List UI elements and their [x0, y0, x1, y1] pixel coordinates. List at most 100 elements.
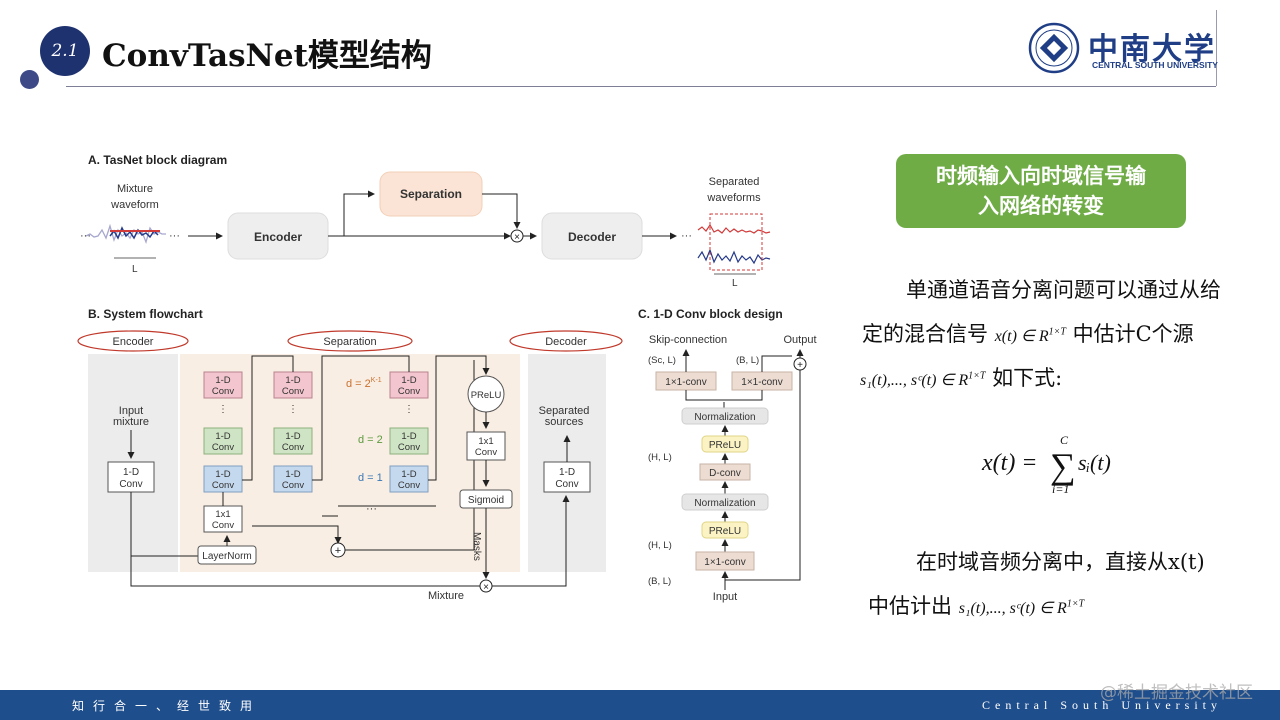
- mask-1x1conv-label-2: Conv: [475, 447, 497, 458]
- mixture-line: [130, 492, 480, 587]
- highlight-box: 时频输入向时域信号输 入网络的转变: [896, 154, 1186, 228]
- svg-text:1-D: 1-D: [285, 375, 300, 386]
- ellipsis: ···: [366, 503, 377, 515]
- p1-text-b: 中估计C个源: [1072, 322, 1194, 346]
- separated-label-1: Separated: [709, 176, 760, 188]
- svg-text:Conv: Conv: [212, 386, 234, 397]
- b-separation-label: Separation: [323, 336, 376, 348]
- formula-lhs: x(t) =: [981, 450, 1038, 476]
- university-name-en: CENTRAL SOUTH UNIVERSITY: [1092, 60, 1218, 70]
- b-l-label-input: (B, L): [648, 576, 671, 587]
- svg-text:⋮: ⋮: [404, 404, 414, 415]
- footer-motto: 知行合一、经世致用: [72, 699, 262, 713]
- prelu-block-1: [701, 435, 749, 453]
- plus-sign: +: [797, 360, 803, 371]
- svg-text:Conv: Conv: [212, 480, 234, 491]
- paragraph-1-line-2: 定的混合信号 x(t) ∈ R1×T 中估计C个源: [862, 318, 1194, 348]
- separated-window: [709, 213, 763, 271]
- encoder-ellipse: [77, 330, 189, 352]
- mixture-label-2: waveform: [110, 199, 159, 211]
- skip-line: [252, 525, 342, 544]
- dconv-label: D-conv: [709, 468, 741, 479]
- normalization-label-1: Normalization: [694, 412, 755, 423]
- dilation-2: d = 2: [358, 434, 383, 446]
- input-mixture-label-2: mixture: [113, 416, 149, 428]
- summation-formula: x(t) = ∑ C i=1 sᵢ(t): [981, 433, 1111, 496]
- decorative-dot: [20, 70, 39, 89]
- p1-text-a: 定的混合信号: [862, 322, 988, 346]
- svg-text:1-D: 1-D: [285, 469, 300, 480]
- highlight-line-1: 时频输入向时域信号输: [936, 164, 1146, 188]
- svg-text:Conv: Conv: [398, 386, 420, 397]
- separated-sources-1: Separated: [539, 405, 590, 417]
- h-l-label-1: (H, L): [648, 452, 672, 463]
- plus-sign: +: [335, 545, 341, 557]
- arrow: [482, 193, 521, 229]
- dilation-top: d = 2K-1: [346, 377, 382, 390]
- sigmoid-label: Sigmoid: [468, 495, 504, 506]
- stack-link: [428, 355, 490, 481]
- section-a-title: A. TasNet block diagram: [88, 153, 227, 167]
- convtasnet-diagram: A. TasNet block diagram Mixture waveform…: [77, 153, 817, 603]
- mask-1x1conv: [466, 431, 506, 461]
- normalization-label-2: Normalization: [694, 498, 755, 509]
- ellipsis: ···: [681, 230, 692, 242]
- p1-text-c: 如下式:: [992, 366, 1063, 390]
- section-number-badge: 2.1: [40, 26, 90, 76]
- university-emblem-icon: [1028, 22, 1080, 74]
- conv1x1-label-1: 1x1: [215, 509, 230, 520]
- b-encoder-label: Encoder: [113, 336, 154, 348]
- conv-stack-3: 1-D Conv ⋮ 1-D Conv 1-D Conv: [389, 371, 429, 493]
- p1-math-1: x(t) ∈ R1×T: [994, 326, 1066, 345]
- input-label: Input: [713, 591, 737, 603]
- l-label: L: [132, 264, 138, 275]
- p2-text-a: 中估计出: [868, 594, 952, 618]
- decoder-conv-label-2: Conv: [555, 479, 578, 490]
- stack-link: [312, 355, 410, 481]
- watermark: @稀土掘金技术社区: [1100, 683, 1253, 703]
- p2-math: s₁(t),..., sᶜ(t) ∈ R1×T: [958, 598, 1085, 617]
- separated-waveform-1: [697, 223, 771, 234]
- p1-math-2: s₁(t),..., sᶜ(t) ∈ R1×T: [860, 370, 986, 389]
- svg-text:⋮: ⋮: [218, 404, 228, 415]
- link: [761, 355, 792, 358]
- conv-label-2: Conv: [119, 479, 142, 490]
- formula-upper-limit: C: [1060, 433, 1069, 447]
- section-b-title: B. System flowchart: [88, 307, 203, 321]
- section-number: 2.1: [51, 41, 79, 61]
- bottleneck-1x1conv: [203, 505, 243, 533]
- paragraph-2-line-2: 中估计出 s₁(t),..., sᶜ(t) ∈ R1×T: [868, 590, 1084, 620]
- encoder-label: Encoder: [254, 230, 302, 244]
- svg-text:Conv: Conv: [212, 442, 234, 453]
- svg-text:1-D: 1-D: [215, 431, 230, 442]
- conv-stack-1: 1-D Conv ⋮ 1-D Conv 1-D Conv: [203, 371, 243, 493]
- sigma-symbol: ∑: [1050, 446, 1076, 486]
- arrow: [343, 190, 375, 236]
- normalization-block-1: [681, 407, 769, 425]
- decoder-conv-block: [543, 461, 591, 493]
- svg-text:Conv: Conv: [282, 386, 304, 397]
- decoder-ellipse: [509, 330, 623, 352]
- normalization-block-2: [681, 493, 769, 511]
- h-l-label-2: (H, L): [648, 540, 672, 551]
- svg-text:1-D: 1-D: [215, 469, 230, 480]
- arrow: [492, 495, 570, 587]
- residual-line: [725, 370, 801, 581]
- ellipsis: ···: [169, 230, 180, 242]
- prelu-label-1: PReLU: [709, 440, 741, 451]
- output-label: Output: [783, 334, 816, 346]
- formula-lower-limit: i=1: [1052, 482, 1069, 496]
- mixture-label-1: Mixture: [117, 183, 153, 195]
- b-decoder-label: Decoder: [545, 336, 587, 348]
- header-vertical-divider: [1216, 10, 1217, 86]
- paragraph-1-line-3: s₁(t),..., sᶜ(t) ∈ R1×T 如下式:: [860, 362, 1062, 392]
- input-1x1conv-label: 1×1-conv: [704, 557, 745, 568]
- mixture-waveform: [109, 226, 159, 240]
- b-l-label: (B, L): [736, 355, 759, 366]
- multiply-sign: ×: [514, 232, 520, 243]
- conv1x1-label-2: Conv: [212, 520, 234, 531]
- skip-connection-label: Skip-connection: [649, 334, 727, 346]
- decoder-label: Decoder: [568, 230, 616, 244]
- svg-text:1-D: 1-D: [401, 375, 416, 386]
- split-line: [685, 390, 763, 401]
